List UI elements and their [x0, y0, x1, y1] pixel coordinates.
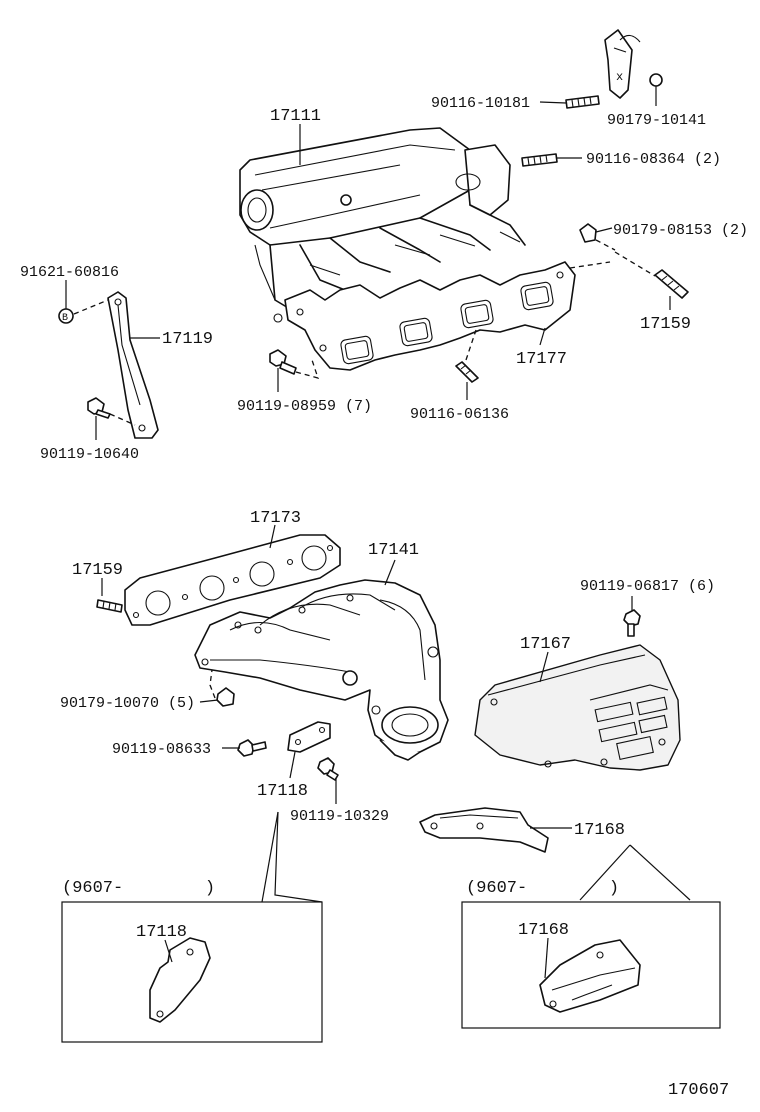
label-inset-right-range: (9607- ) [466, 879, 619, 898]
label-17119: 17119 [162, 330, 213, 349]
inset-left [61, 811, 323, 1043]
label-17141: 17141 [368, 541, 419, 560]
bracket-17119 [107, 291, 160, 439]
label-90119-06817: 90119-06817 (6) [580, 578, 715, 595]
label-17118: 17118 [257, 782, 308, 801]
label-90179-10070: 90179-10070 (5) [60, 695, 195, 712]
label-90179-08153: 90179-08153 (2) [613, 222, 748, 239]
bolt-90119-08959 [269, 349, 320, 392]
label-17177: 17177 [516, 350, 567, 369]
exhaust-manifold-17141 [194, 559, 449, 761]
label-inset-left-part: 17118 [136, 923, 187, 942]
bolt-90119-08633 [222, 739, 267, 757]
nut-90179-10070 [199, 669, 235, 707]
stud-17159-mid [96, 578, 123, 613]
label-17173: 17173 [250, 509, 301, 528]
label-90119-10640: 90119-10640 [40, 446, 139, 463]
intake-manifold [239, 127, 576, 371]
label-17168: 17168 [574, 821, 625, 840]
label-90119-08633: 90119-08633 [112, 741, 211, 758]
heat-insulator-17167 [474, 644, 681, 771]
label-90116-06136: 90116-06136 [410, 406, 509, 423]
top-bracket: x [604, 29, 641, 99]
bolt-marker-letter: B [62, 313, 68, 324]
bolt-90119-10640 [87, 397, 136, 440]
stud-90116-08364 [521, 153, 582, 167]
label-90179-10141: 90179-10141 [607, 112, 706, 129]
nut-90179-08153 [569, 223, 616, 269]
gasket-17173 [124, 524, 341, 626]
svg-text:x: x [616, 70, 623, 84]
stud-17159-top [614, 251, 689, 310]
label-17111: 17111 [270, 107, 321, 126]
label-inset-right-part: 17168 [518, 921, 569, 940]
part-labels: 17111 90116-10181 90179-10141 90116-0836… [20, 95, 748, 1100]
diagram-code: 170607 [668, 1081, 729, 1100]
bolt-b-marker: B [58, 280, 109, 324]
label-91621-60816: 91621-60816 [20, 264, 119, 281]
label-17159-top: 17159 [640, 315, 691, 334]
label-90119-10329: 90119-10329 [290, 808, 389, 825]
stud-90116-10181 [539, 95, 600, 109]
label-90116-10181: 90116-10181 [431, 95, 530, 112]
stud-90116-06136 [455, 329, 479, 400]
heat-insulator-17168 [419, 807, 572, 853]
label-inset-left-range: (9607- ) [62, 879, 215, 898]
bracket-17118 [287, 721, 331, 753]
label-17167: 17167 [520, 635, 571, 654]
inset-right [461, 844, 721, 1029]
bolt-90119-10329 [317, 757, 339, 804]
nut-90179-10141 [649, 73, 663, 106]
label-17159-mid: 17159 [72, 561, 123, 580]
label-90119-08959: 90119-08959 (7) [237, 398, 372, 415]
bolt-90119-06817 [623, 596, 641, 637]
label-90116-08364: 90116-08364 (2) [586, 151, 721, 168]
